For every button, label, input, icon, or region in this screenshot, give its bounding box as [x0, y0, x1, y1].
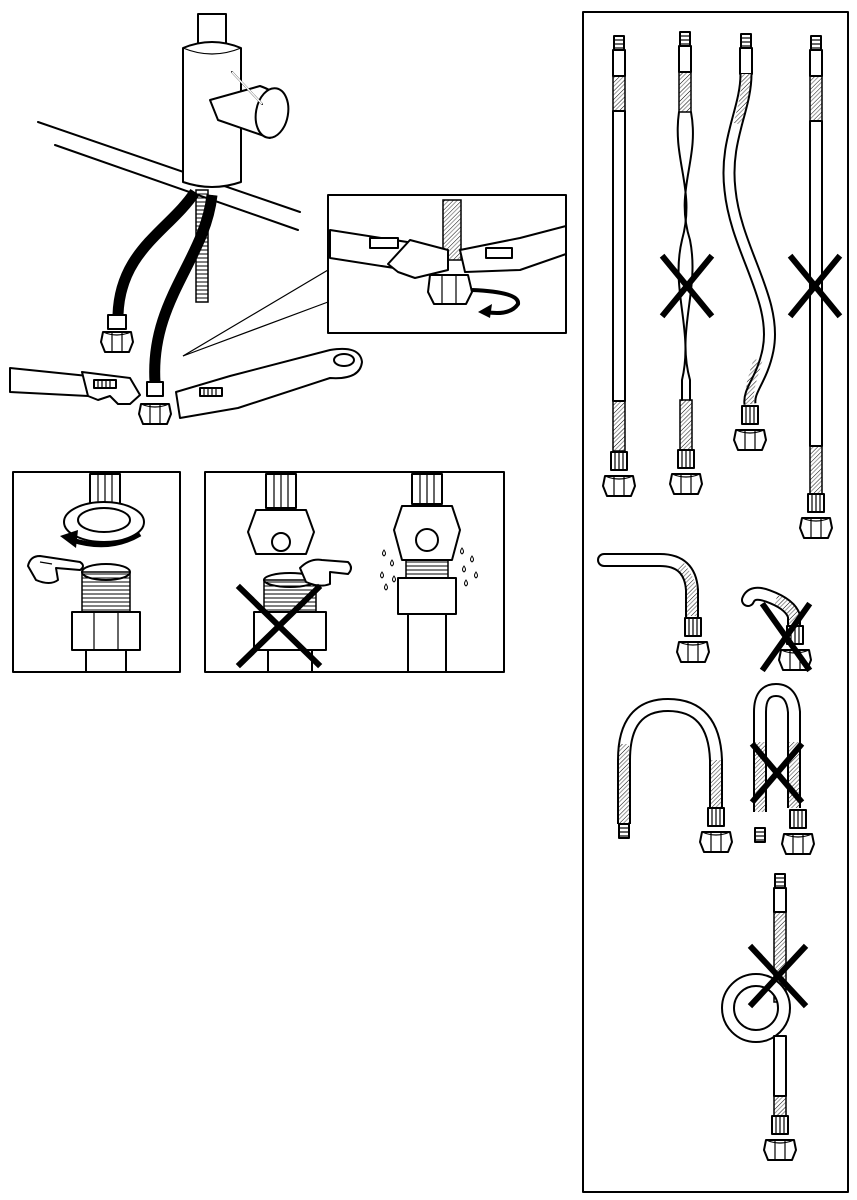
threaded-fitting-icon: [71, 563, 141, 673]
straight-hose-icon: [603, 35, 635, 496]
hose-icon: [100, 188, 218, 425]
wrench-icon: [175, 347, 363, 419]
leak-drops-icon: [380, 547, 478, 591]
hand-pointer-icon: [27, 555, 84, 584]
curved-hose-icon: [722, 33, 776, 450]
connect-by-hand-figure: [27, 473, 145, 673]
tighten-detail-inset: [329, 199, 567, 318]
cross-mark-icon: [749, 741, 805, 805]
faucet-icon: [182, 13, 290, 188]
cross-mark-icon: [235, 583, 323, 669]
straight-hose-icon: [787, 35, 843, 538]
cross-mark-icon: [659, 253, 715, 319]
cross-mark-icon: [759, 601, 813, 673]
no-sealant-figure: [235, 473, 478, 673]
looped-hose-icon: [749, 682, 814, 854]
twisted-hose-icon: [659, 31, 715, 494]
faucet-install-figure: [9, 13, 567, 425]
cross-mark-icon: [787, 253, 843, 319]
cross-mark-icon: [747, 943, 809, 1009]
curved-hose-icon: [597, 553, 709, 662]
kinked-hose-icon: [741, 586, 813, 673]
hose-do-dont-panel: [597, 31, 843, 1160]
curved-hose-icon: [617, 697, 732, 852]
wrench-icon: [9, 367, 141, 405]
looped-hose-icon: [721, 873, 809, 1160]
rotate-arrow-icon: [71, 531, 142, 548]
